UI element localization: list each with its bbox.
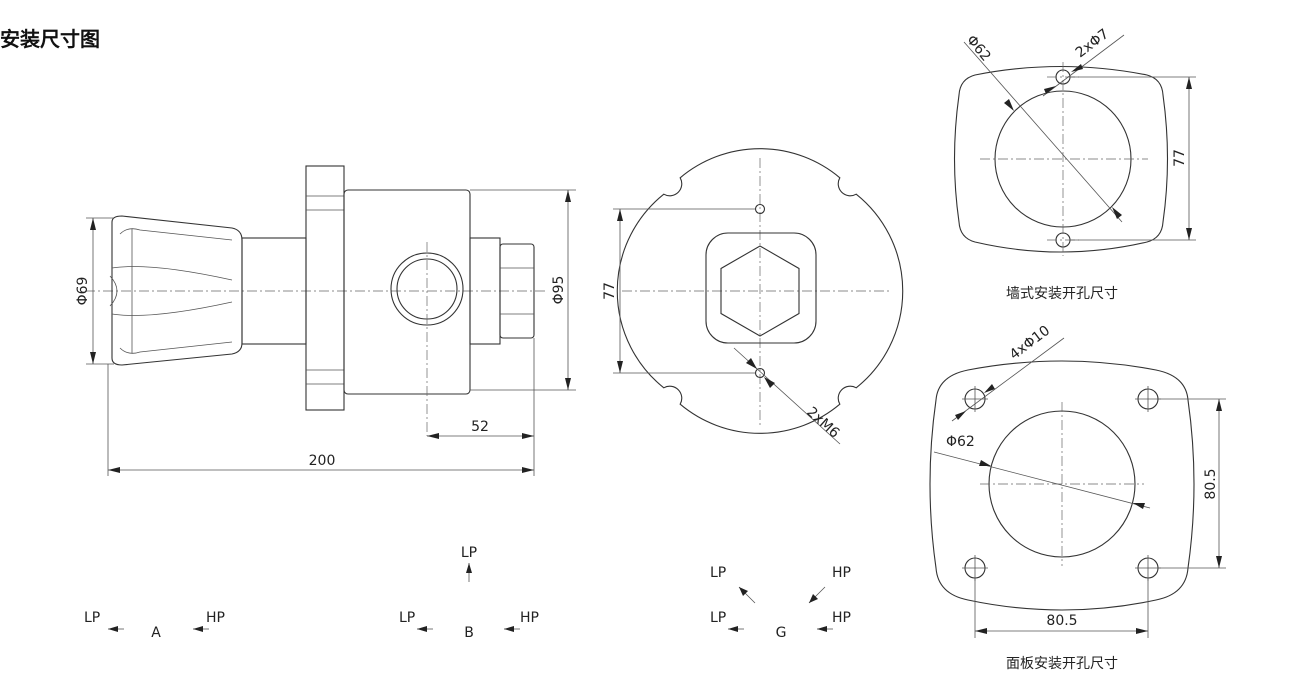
- port-a-label: A: [151, 625, 161, 641]
- port-g-hp-top: HP: [832, 565, 851, 581]
- dim-overall-length: 200: [309, 453, 336, 469]
- wall-cutout-caption: 墙式安装开孔尺寸: [1006, 286, 1118, 302]
- wall-plate-outline: [953, 65, 1169, 253]
- port-g-lp-top: LP: [710, 565, 726, 581]
- wall-cutout-view: Φ62 2xΦ7 77 墙式安装开孔尺寸: [953, 26, 1196, 302]
- dim-panel-vertical-spacing: 80.5: [1203, 468, 1219, 499]
- panel-cutout-caption: 面板安装开孔尺寸: [1006, 656, 1118, 672]
- port-b-lp-top: LP: [461, 545, 477, 561]
- port-config-a: LP A HP: [84, 610, 225, 641]
- side-port-outer: [390, 252, 464, 326]
- page-title: 安装尺寸图: [0, 27, 100, 51]
- front-flange-outline: [616, 148, 904, 434]
- dim-panel-horizontal-spacing: 80.5: [1046, 613, 1077, 629]
- dim-panel-hole-diameter: Φ62: [946, 434, 975, 450]
- panel-cutout-view: 4xΦ10 Φ62 80.5 80.5 面板安装开孔尺寸: [929, 323, 1226, 672]
- panel-mount-holes: [962, 386, 1161, 581]
- port-g-hp: HP: [832, 610, 851, 626]
- port-g-label: G: [776, 625, 787, 641]
- port-b-hp: HP: [520, 610, 539, 626]
- mounting-flange: [305, 165, 345, 411]
- dim-wall-mount-holes: 2xΦ7: [1073, 26, 1112, 61]
- thread-hole-top: [754, 203, 766, 215]
- outlet-nut: [499, 243, 535, 339]
- port-config-b: LP LP B HP: [399, 545, 539, 641]
- port-a-hp: HP: [206, 610, 225, 626]
- port-b-lp: LP: [399, 610, 415, 626]
- side-view: Φ69 Φ95 52 200: [75, 165, 576, 476]
- port-config-g: LP HP LP G HP: [710, 565, 851, 641]
- dim-wall-hole-spacing: 77: [1172, 149, 1188, 167]
- port-g-lp: LP: [710, 610, 726, 626]
- valve-body: [343, 189, 471, 395]
- dim-hole-spacing: 77: [602, 282, 618, 300]
- dim-panel-mount-holes: 4xΦ10: [1007, 323, 1053, 363]
- port-a-lp: LP: [84, 610, 100, 626]
- dim-wall-hole-diameter: Φ62: [963, 32, 994, 64]
- thread-hole-bottom: [754, 367, 766, 379]
- dim-knob-diameter: Φ69: [75, 277, 91, 306]
- port-b-label: B: [464, 625, 474, 641]
- panel-plate-outline: [929, 360, 1195, 611]
- dim-body-diameter: Φ95: [551, 276, 567, 305]
- hex-nut: [720, 245, 800, 337]
- dim-port-offset: 52: [471, 419, 489, 435]
- front-view: 77 2xM6: [602, 148, 904, 445]
- front-bonnet-square: [705, 232, 817, 344]
